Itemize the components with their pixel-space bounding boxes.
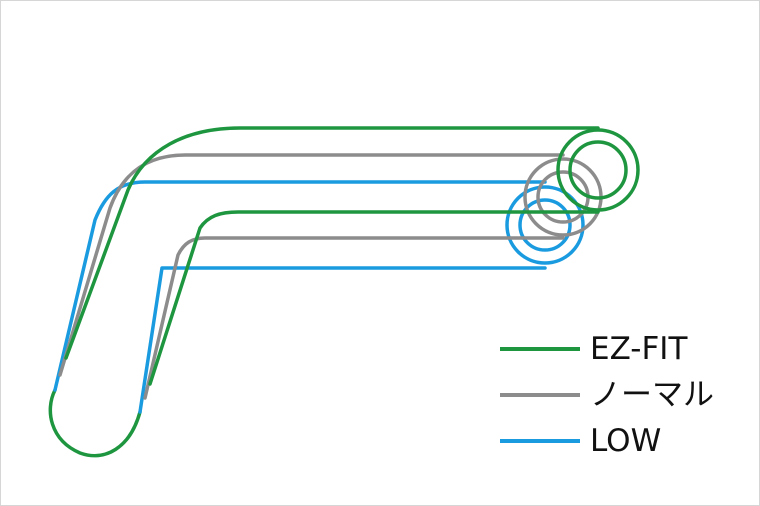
ezfit-bar-upper-edge xyxy=(64,126,600,360)
low-bar-lower-edge xyxy=(138,266,547,414)
legend-item-ezfit: EZ-FIT xyxy=(500,326,750,372)
legend-item-low: LOW xyxy=(500,418,750,464)
legend: EZ-FIT ノーマル LOW xyxy=(500,326,750,464)
normal-bar-upper-edge xyxy=(58,153,565,377)
legend-swatch-low xyxy=(500,439,580,443)
legend-item-normal: ノーマル xyxy=(500,372,750,418)
normal-bar-lower-edge xyxy=(143,236,565,400)
legend-label-normal: ノーマル xyxy=(590,376,714,413)
low-bar-end-inner xyxy=(518,198,572,252)
legend-label-ezfit: EZ-FIT xyxy=(590,330,688,367)
ezfit-bar-end-outer xyxy=(556,128,640,212)
normal-bar-end-inner xyxy=(536,170,590,224)
grip-end-arc xyxy=(48,388,142,458)
low-bar-end-outer xyxy=(505,185,585,265)
grip-end xyxy=(48,388,142,458)
low-bar-outline xyxy=(53,180,585,414)
legend-swatch-normal xyxy=(500,393,580,397)
ezfit-bar-outline xyxy=(64,126,640,386)
legend-swatch-ezfit xyxy=(500,347,580,351)
ezfit-bar-end-inner xyxy=(568,140,628,200)
ezfit-bar-lower-edge xyxy=(148,210,600,386)
legend-label-low: LOW xyxy=(590,422,662,459)
low-bar-upper-edge xyxy=(53,180,547,392)
